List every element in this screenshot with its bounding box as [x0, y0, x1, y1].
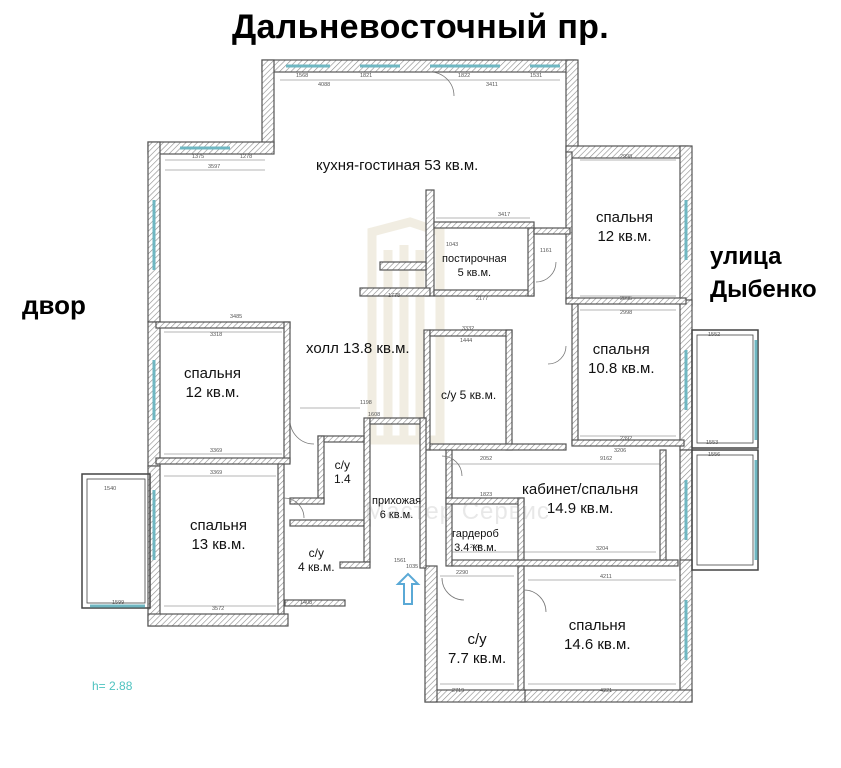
svg-text:2290: 2290: [456, 570, 468, 576]
room-bedroom-sw-area: 13 кв.м.: [191, 536, 246, 553]
street-top-label: Дальневосточный пр.: [232, 8, 609, 46]
svg-text:1599: 1599: [112, 600, 124, 606]
room-laundry-area: 5 кв.м.: [457, 267, 492, 279]
svg-text:1556: 1556: [708, 452, 720, 458]
room-bedroom-ne-name: спальня: [596, 209, 653, 226]
dimension-texts: 1568 4088 1821 1822 3411 1531 1375 1278 3597…: [104, 73, 720, 694]
room-wc-4-label: с/у 4 кв.м.: [298, 546, 335, 574]
courtyard-label: двор: [22, 290, 86, 320]
room-bath-center-label: с/у 5 кв.м.: [441, 388, 497, 402]
street-right-line1: улица: [710, 243, 782, 270]
svg-text:3332: 3332: [462, 326, 474, 332]
room-laundry-label: постирочная 5 кв.м.: [442, 252, 507, 280]
room-bedroom-ne-label: спальня 12 кв.м.: [596, 208, 653, 246]
room-wardrobe-area: 3.4 кв.м.: [454, 542, 497, 554]
room-wc-small-name: с/у: [334, 458, 351, 472]
svg-text:4088: 4088: [318, 82, 330, 88]
room-wardrobe-name: гардероб: [452, 528, 499, 540]
room-bath-s-label: с/у 7.7 кв.м.: [448, 630, 506, 668]
svg-text:1375: 1375: [192, 154, 204, 160]
svg-text:1531: 1531: [530, 73, 542, 79]
room-bedroom-e-name: спальня: [592, 341, 650, 358]
svg-text:1561: 1561: [394, 558, 406, 564]
watermark-text: Мастер Сервис: [365, 498, 550, 525]
room-wc-4-area: 4 кв.м.: [298, 560, 335, 574]
svg-text:1444: 1444: [460, 338, 472, 344]
svg-text:1540: 1540: [104, 486, 116, 492]
svg-text:1198: 1198: [360, 400, 372, 406]
room-study-area: 14.9 кв.м.: [546, 500, 614, 517]
room-wardrobe-label: гардероб 3.4 кв.м.: [452, 527, 499, 555]
room-bedroom-e-label: спальня 10.8 кв.м.: [588, 340, 655, 378]
room-bedroom-sw-label: спальня 13 кв.м.: [190, 516, 247, 554]
room-wc-4-name: с/у: [308, 546, 324, 560]
entrance-arrow: [395, 572, 421, 605]
room-entry-area: 6 кв.м.: [379, 509, 414, 521]
svg-text:3369: 3369: [210, 470, 222, 476]
room-entry-label: прихожая 6 кв.м.: [372, 494, 421, 522]
doors: [283, 71, 567, 613]
room-laundry-name: постирочная: [442, 253, 507, 265]
svg-text:1043: 1043: [446, 242, 458, 248]
svg-text:2998: 2998: [620, 154, 632, 160]
room-bedroom-w-name: спальня: [184, 365, 241, 382]
room-bedroom-s-name: спальня: [568, 617, 626, 634]
svg-text:2998: 2998: [620, 310, 632, 316]
svg-text:2196: 2196: [470, 544, 482, 550]
balconies: [81, 329, 759, 609]
svg-text:1278: 1278: [240, 154, 252, 160]
room-bedroom-sw-name: спальня: [190, 517, 247, 534]
svg-text:1552: 1552: [708, 332, 720, 338]
interior-walls: [155, 151, 687, 691]
room-wc-small-label: с/у 1.4: [334, 458, 351, 486]
svg-text:1821: 1821: [360, 73, 372, 79]
svg-text:9162: 9162: [600, 456, 612, 462]
room-entry-name: прихожая: [372, 495, 422, 507]
svg-text:2995: 2995: [620, 296, 632, 302]
svg-text:1035: 1035: [406, 564, 418, 570]
svg-text:3417: 3417: [498, 212, 510, 218]
svg-text:1778: 1778: [388, 293, 400, 299]
svg-text:2392: 2392: [620, 436, 632, 442]
street-right-label: улица Дыбенко: [710, 240, 817, 306]
room-hall-label: холл 13.8 кв.м.: [306, 340, 410, 357]
room-study-name: кабинет/спальня: [522, 481, 639, 498]
svg-text:1823: 1823: [480, 492, 492, 498]
svg-text:3206: 3206: [614, 448, 626, 454]
room-bedroom-s-area: 14.6 кв.м.: [564, 636, 631, 653]
svg-text:3204: 3204: [596, 546, 608, 552]
room-bedroom-ne-area: 12 кв.м.: [597, 228, 652, 245]
svg-text:2052: 2052: [480, 456, 492, 462]
svg-text:4221: 4221: [600, 688, 612, 694]
svg-text:2177: 2177: [476, 296, 488, 302]
svg-text:1822: 1822: [458, 73, 470, 79]
room-bath-s-name: с/у: [467, 631, 487, 648]
room-wc-small-area: 1.4: [334, 472, 351, 486]
svg-text:3369: 3369: [210, 448, 222, 454]
svg-text:3411: 3411: [486, 82, 498, 88]
svg-text:3485: 3485: [230, 314, 242, 320]
room-bedroom-w-label: спальня 12 кв.м.: [184, 364, 241, 402]
street-right-line2: Дыбенко: [710, 276, 817, 303]
svg-text:1608: 1608: [368, 412, 380, 418]
room-bedroom-e-area: 10.8 кв.м.: [588, 360, 655, 377]
room-bedroom-s-label: спальня 14.6 кв.м.: [564, 616, 631, 654]
room-kitchen-label: кухня-гостиная 53 кв.м.: [316, 157, 479, 174]
svg-text:1553: 1553: [706, 440, 718, 446]
svg-text:3318: 3318: [210, 332, 222, 338]
room-study-label: кабинет/спальня 14.9 кв.м.: [522, 480, 638, 518]
dimension-lines: [164, 79, 676, 685]
svg-text:3597: 3597: [208, 164, 220, 170]
room-bath-s-area: 7.7 кв.м.: [448, 650, 507, 667]
svg-text:1408: 1408: [300, 600, 312, 606]
svg-text:4211: 4211: [600, 574, 612, 580]
svg-text:1161: 1161: [540, 248, 552, 254]
svg-text:2719: 2719: [452, 688, 464, 694]
svg-text:1568: 1568: [296, 73, 308, 79]
windows: [90, 64, 758, 660]
room-bedroom-w-area: 12 кв.м.: [185, 384, 240, 401]
svg-text:3572: 3572: [212, 606, 224, 612]
ceiling-height-note: h= 2.88: [92, 679, 133, 693]
